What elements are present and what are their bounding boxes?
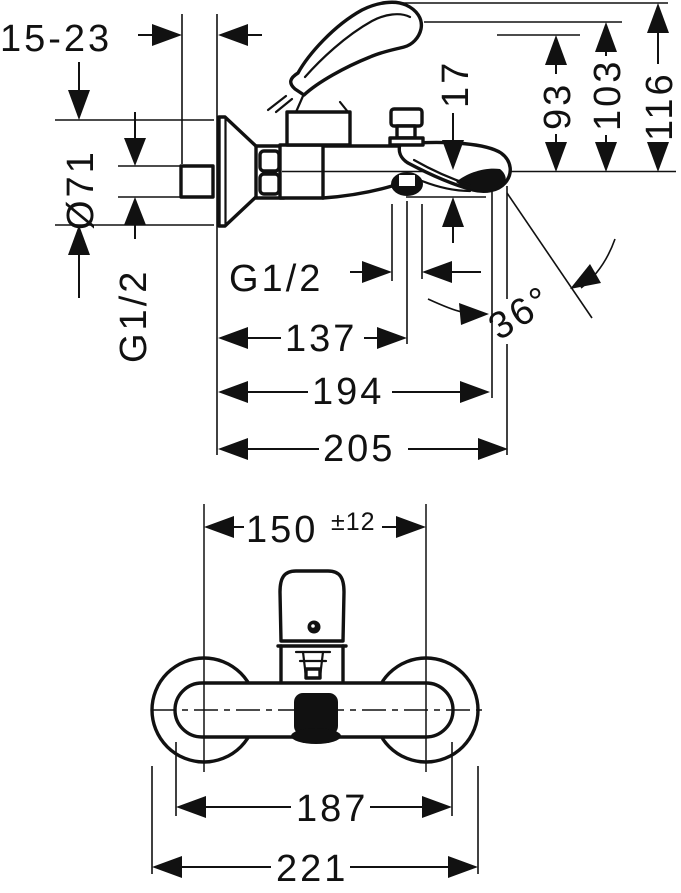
- dim-overall-width: 221: [151, 766, 479, 890]
- dim-escutcheon-diameter-label: Ø71: [60, 149, 102, 230]
- dim-outlet-center-reach: 137: [218, 318, 407, 360]
- dim-height-116: 116: [639, 3, 681, 172]
- dim-overall-width-label: 221: [276, 848, 348, 890]
- dim-height-103: 103: [587, 22, 629, 172]
- front-view: 150 ±12 187 221: [150, 504, 488, 890]
- dim-outlet-thread-label: G1/2: [229, 258, 323, 300]
- dim-height-93: 93: [537, 35, 579, 172]
- dim-outlet-center-reach-label: 137: [285, 318, 357, 360]
- diverter-knob: [388, 107, 425, 147]
- dim-reach-194-label: 194: [312, 371, 384, 413]
- dim-connection-tolerance-label: ±12: [331, 508, 376, 536]
- side-view: 15-23 Ø71 G1/2 17: [0, 0, 681, 470]
- dim-spout-angle: 36°: [427, 238, 616, 349]
- dim-outlet-thread: G1/2: [229, 258, 481, 300]
- dim-height-103-label: 103: [587, 59, 629, 131]
- dim-overall-reach-label: 205: [323, 428, 395, 470]
- side-extension-lines: [55, 2, 668, 455]
- dim-connection-centers: 150 ±12: [204, 508, 426, 551]
- faucet-side-view: [179, 0, 676, 228]
- dim-escutcheon-diameter: Ø71: [60, 62, 102, 298]
- shower-outlet: [391, 172, 423, 196]
- dim-inlet-thread: G1/2: [113, 112, 155, 363]
- dim-body-width: 187: [175, 742, 453, 830]
- cartridge-stack: [294, 650, 332, 680]
- dim-overall-reach: 205: [218, 428, 508, 470]
- dim-wall-depth: 15-23: [0, 18, 262, 60]
- dim-height-93-label: 93: [537, 82, 579, 130]
- dim-reach-194: 194: [218, 371, 490, 413]
- lever-handle: [289, 0, 424, 97]
- dim-connection-centers-label: 150: [246, 509, 318, 551]
- dim-inlet-thread-label: G1/2: [113, 269, 155, 363]
- dim-spout-drop: 17: [435, 60, 477, 243]
- dim-body-width-label: 187: [296, 788, 368, 830]
- dim-spout-angle-label: 36°: [482, 278, 561, 349]
- handle-base: [285, 110, 352, 147]
- dim-spout-drop-label: 17: [435, 60, 477, 108]
- shower-outlet-front: [291, 693, 341, 744]
- inlet-pipe: [179, 164, 215, 199]
- dim-height-116-label: 116: [639, 71, 681, 141]
- dim-wall-depth-label: 15-23: [0, 18, 112, 60]
- handle-front: [276, 569, 348, 683]
